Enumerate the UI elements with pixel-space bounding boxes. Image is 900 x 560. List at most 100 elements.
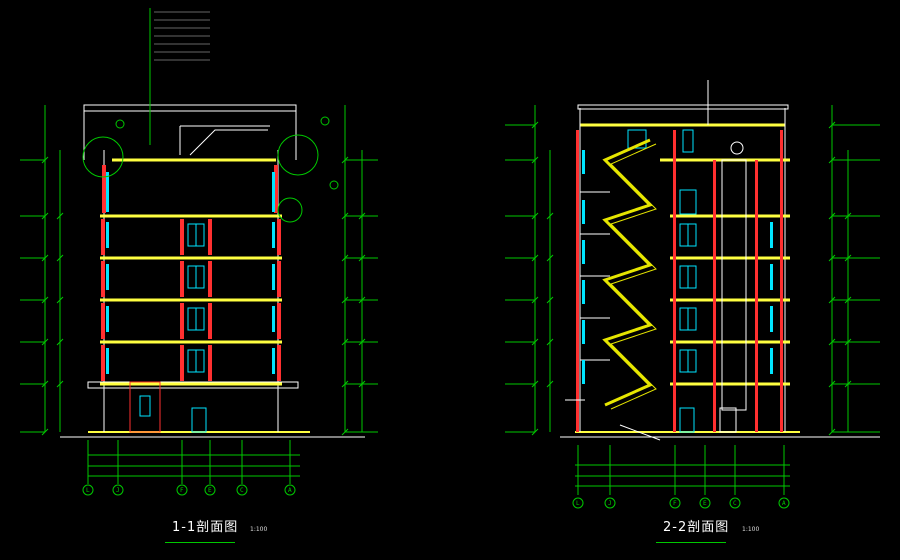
axis-label: F — [673, 500, 677, 507]
column — [576, 130, 579, 432]
stair-side-window — [582, 150, 585, 174]
side-window — [272, 264, 275, 290]
column — [101, 303, 105, 339]
dim-left-inner-tick — [56, 296, 64, 304]
side-window — [770, 264, 773, 290]
entrance-window — [139, 395, 151, 417]
column — [180, 219, 184, 255]
column — [208, 345, 212, 381]
window — [679, 189, 697, 215]
axis-label: F — [180, 487, 184, 494]
axis-bubble — [669, 497, 681, 509]
side-window — [106, 222, 109, 248]
column — [277, 345, 281, 381]
axis-label: C — [733, 500, 737, 507]
section-2-2-title-underline — [656, 542, 726, 543]
ground-floor-beam — [87, 381, 299, 389]
axis-label: C — [240, 487, 244, 494]
side-window — [272, 348, 275, 374]
column — [102, 165, 106, 213]
side-window — [106, 306, 109, 332]
stair-side-window — [582, 360, 585, 384]
roof-parapet — [83, 104, 297, 112]
column — [673, 130, 676, 432]
roof-parapet — [577, 104, 789, 110]
detail-tag-circle — [115, 119, 125, 129]
dim-left-inner-tick — [546, 296, 554, 304]
ground-door — [679, 407, 695, 433]
axis-bubble — [778, 497, 790, 509]
column — [780, 130, 783, 432]
side-window — [272, 172, 275, 212]
side-window — [770, 222, 773, 248]
section-1-1-title: 1-1剖面图 — [172, 520, 239, 535]
axis-label: E — [703, 500, 707, 507]
column — [277, 219, 281, 255]
axis-label: E — [208, 487, 212, 494]
column — [180, 303, 184, 339]
axis-bubble — [572, 497, 584, 509]
axis-label: A — [782, 500, 786, 507]
axis-bubble — [236, 484, 248, 496]
column — [713, 160, 716, 432]
axis-label: J — [608, 500, 612, 507]
stair-window — [627, 129, 647, 149]
entrance-ramp — [619, 424, 661, 441]
axis-bubble — [284, 484, 296, 496]
side-window — [106, 348, 109, 374]
dim-left-inner-tick — [546, 338, 554, 346]
window — [682, 129, 694, 153]
elevator-shaft — [721, 159, 747, 411]
section-1-1-scale: 1:100 — [250, 526, 268, 533]
axis-bubble — [176, 484, 188, 496]
axis-bubble — [82, 484, 94, 496]
dim-left-inner-tick — [56, 254, 64, 262]
detail-callout-circle — [277, 197, 303, 223]
side-window — [272, 306, 275, 332]
axis-bubble — [112, 484, 124, 496]
ground-door — [191, 407, 207, 433]
column — [208, 219, 212, 255]
dim-left-inner-tick — [546, 380, 554, 388]
column — [180, 261, 184, 297]
detail-tag-circle — [329, 180, 339, 190]
axis-label: A — [288, 487, 292, 494]
side-window — [272, 222, 275, 248]
section-2-2-title: 2-2剖面图 — [663, 520, 730, 535]
axis-bubble — [204, 484, 216, 496]
stair-handrail — [610, 143, 657, 410]
column — [274, 165, 278, 213]
stair-side-window — [582, 320, 585, 344]
elevator-pit — [719, 407, 737, 433]
stair-flight — [602, 138, 653, 407]
column — [101, 219, 105, 255]
column — [101, 345, 105, 381]
side-window — [770, 348, 773, 374]
dim-left-inner-tick — [56, 212, 64, 220]
side-window — [106, 264, 109, 290]
section-2-2-scale: 1:100 — [742, 526, 760, 533]
stair-side-window — [582, 280, 585, 304]
side-window — [770, 306, 773, 332]
column — [180, 345, 184, 381]
dim-left-inner-tick — [546, 212, 554, 220]
axis-bubble — [729, 497, 741, 509]
detail-tag-circle — [320, 116, 330, 126]
side-window — [106, 172, 109, 212]
column — [208, 261, 212, 297]
column — [277, 261, 281, 297]
detail-callout-circle — [277, 134, 319, 176]
stair-side-window — [582, 200, 585, 224]
section-1-1-title-underline — [165, 542, 235, 543]
axis-label: J — [116, 487, 120, 494]
column — [208, 303, 212, 339]
dim-left-inner-tick — [56, 338, 64, 346]
dim-left-inner-tick — [56, 380, 64, 388]
axis-bubble — [604, 497, 616, 509]
column — [101, 261, 105, 297]
axis-label: L — [86, 487, 90, 494]
roof-tank — [730, 141, 744, 155]
roof-slope — [189, 129, 268, 156]
